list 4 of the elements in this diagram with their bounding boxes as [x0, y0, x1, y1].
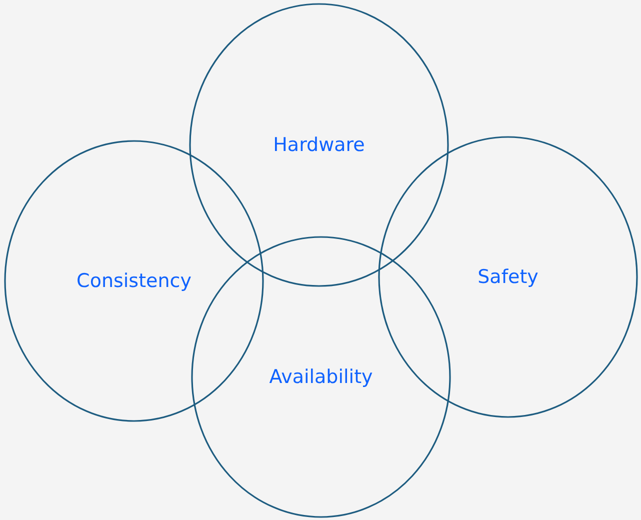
- circle-label: Safety: [478, 266, 538, 288]
- circle-label: Availability: [269, 366, 373, 388]
- circle-label: Hardware: [273, 134, 365, 156]
- circle-label: Consistency: [76, 270, 192, 292]
